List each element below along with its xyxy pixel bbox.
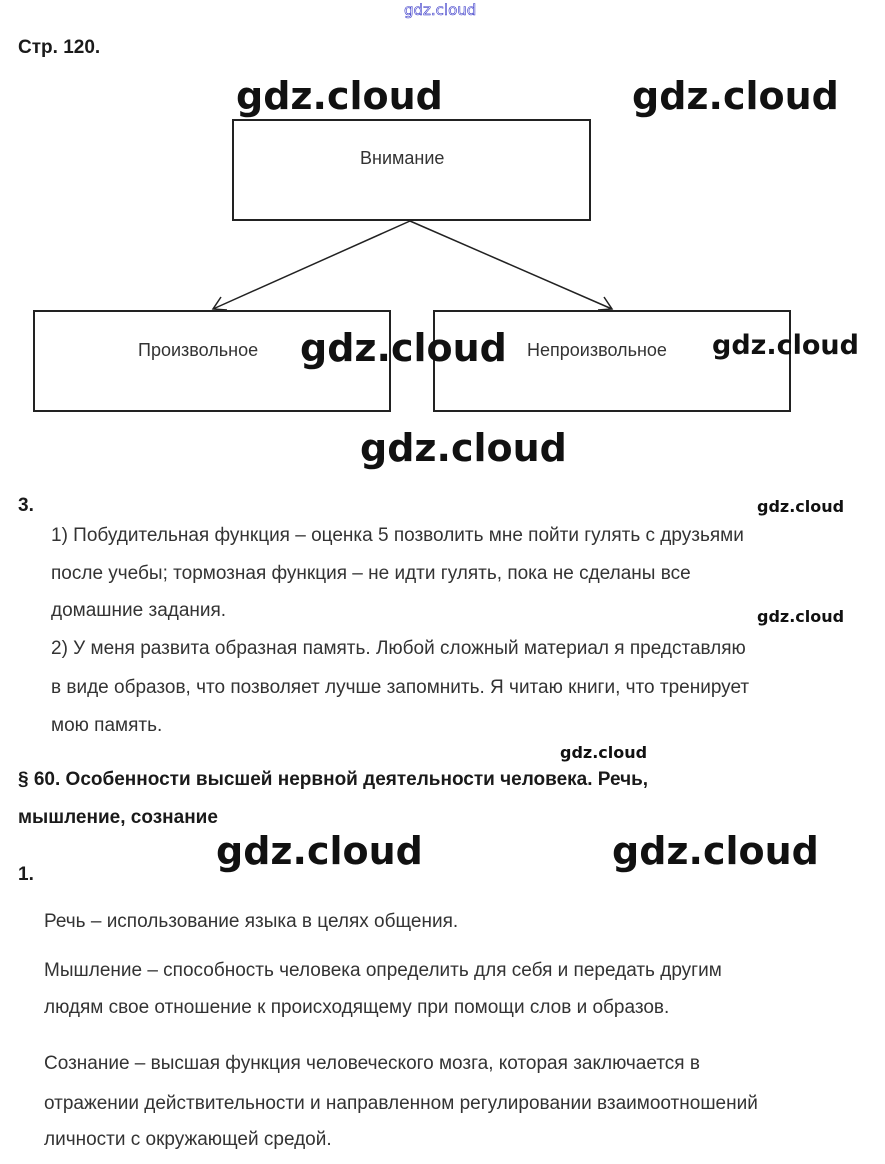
task3-line: 2) У меня развита образная память. Любой… [51,638,746,659]
definition-line: личности с окружающей средой. [44,1129,332,1150]
watermark: gdz.cloud [632,74,839,118]
task3-line: в виде образов, что позволяет лучше запо… [51,677,750,698]
watermark: gdz.cloud [300,326,507,370]
definition-line: Речь – использование языка в целях общен… [44,911,459,932]
diagram-label-voluntary: Произвольное [138,340,259,360]
watermark: gdz.cloud [757,497,845,516]
section-title: мышление, сознание [18,807,218,828]
watermark: gdz.cloud [712,330,859,361]
watermark: gdz.cloud [360,426,567,470]
task3-line: домашние задания. [51,600,227,621]
definition-line: людям свое отношение к происходящему при… [44,997,670,1018]
watermark: gdz.cloud [757,607,845,626]
diagram-box-involuntary [433,310,791,412]
task3-line: после учебы; тормозная функция – не идти… [51,563,691,584]
diagram-label-attention: Внимание [360,148,445,168]
page-header: Стр. 120. [18,37,101,58]
definition-line: отражении действительности и направленно… [44,1093,758,1114]
top-watermark: gdz.cloud [404,1,477,20]
definition-line: Сознание – высшая функция человеческого … [44,1053,700,1074]
task3-line: мою память. [51,715,163,736]
diagram-arrows [211,220,614,311]
section-title: § 60. Особенности высшей нервной деятель… [18,769,649,790]
diagram-label-involuntary: Непроизвольное [527,340,667,360]
diagram-box-attention [232,119,591,221]
task1-number: 1. [18,864,34,885]
diagram-box-voluntary [33,310,391,412]
watermark: gdz.cloud [236,74,443,118]
watermark: gdz.cloud [560,743,648,762]
task3-line: 1) Побудительная функция – оценка 5 позв… [51,525,744,546]
task3-number: 3. [18,495,34,516]
watermark: gdz.cloud [612,829,819,873]
watermark: gdz.cloud [216,829,423,873]
definition-line: Мышление – способность человека определи… [44,960,722,981]
